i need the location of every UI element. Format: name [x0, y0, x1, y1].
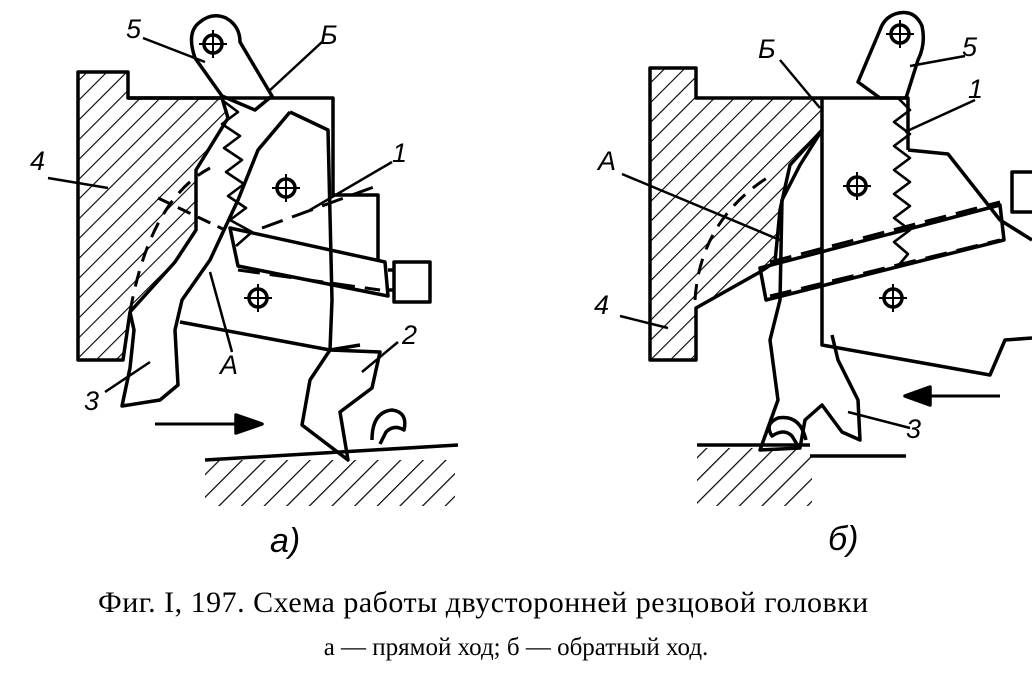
label-a-1: 1 — [392, 138, 407, 168]
label-a-B: Б — [320, 20, 338, 50]
bolt-a — [228, 226, 390, 298]
panel-b-labels: Б 5 1 А 4 3 б) — [594, 32, 983, 558]
panel-a — [47, 14, 459, 506]
part-4-hatched-body-b — [648, 66, 824, 362]
chip-b — [767, 415, 808, 447]
bolt-head-b — [1010, 170, 1032, 214]
pivot-a1 — [199, 30, 227, 58]
label-a-2: 2 — [401, 320, 417, 350]
spring-b — [892, 97, 912, 267]
swing-arc-b — [693, 174, 771, 301]
pivot-a3 — [244, 284, 272, 312]
bolt-head-a — [392, 260, 432, 304]
cutter-holder-edge — [120, 110, 292, 408]
label-b-A: А — [596, 146, 616, 176]
lever-5 — [189, 14, 274, 112]
panel-b — [619, 10, 1032, 506]
pivot-b1 — [886, 20, 914, 48]
label-b-3: 3 — [906, 414, 921, 444]
bolt-b — [758, 203, 1006, 302]
spring-a — [220, 98, 254, 247]
housing-top — [128, 96, 335, 132]
pivot-a2 — [272, 174, 300, 202]
sublabel-a: а) — [270, 522, 300, 560]
chip-a — [370, 408, 407, 445]
label-b-4: 4 — [594, 290, 609, 320]
housing-right-wall — [331, 132, 380, 262]
workpiece-hatch-a — [205, 460, 455, 506]
label-a-3: 3 — [84, 386, 99, 416]
holder-right-b — [907, 148, 1032, 242]
panel-a-labels: 5 Б 4 1 3 А 2 а) — [30, 14, 417, 560]
pivot-b3 — [879, 284, 907, 312]
label-a-5: 5 — [126, 14, 142, 44]
housing-lower — [179, 320, 361, 352]
housing-body-b — [820, 130, 1032, 377]
label-b-B: Б — [758, 34, 776, 64]
workpiece-surface-a — [204, 443, 459, 462]
lever-5-b — [856, 10, 926, 100]
part-4-hatched-body — [76, 70, 230, 362]
dashed-line-a1 — [261, 182, 383, 230]
direction-arrow-b — [903, 385, 1000, 407]
cutter-holder-1 — [289, 110, 382, 462]
dashed-line-b1 — [769, 200, 1001, 264]
label-b-1: 1 — [968, 74, 983, 104]
label-a-4: 4 — [30, 146, 45, 176]
label-b-5: 5 — [962, 32, 978, 62]
workpiece-hatch-b — [697, 448, 812, 506]
figure-caption-legend: а — прямой ход; б — обратный ход. — [323, 634, 709, 661]
dashed-line-a2 — [157, 196, 226, 232]
direction-arrow-a — [155, 413, 264, 435]
sublabel-b: б) — [828, 520, 858, 558]
pivot-b2 — [843, 172, 871, 200]
label-a-A: А — [218, 350, 238, 380]
figure-caption-title: Фиг. I, 197. Схема работы двусторонней р… — [98, 586, 869, 619]
